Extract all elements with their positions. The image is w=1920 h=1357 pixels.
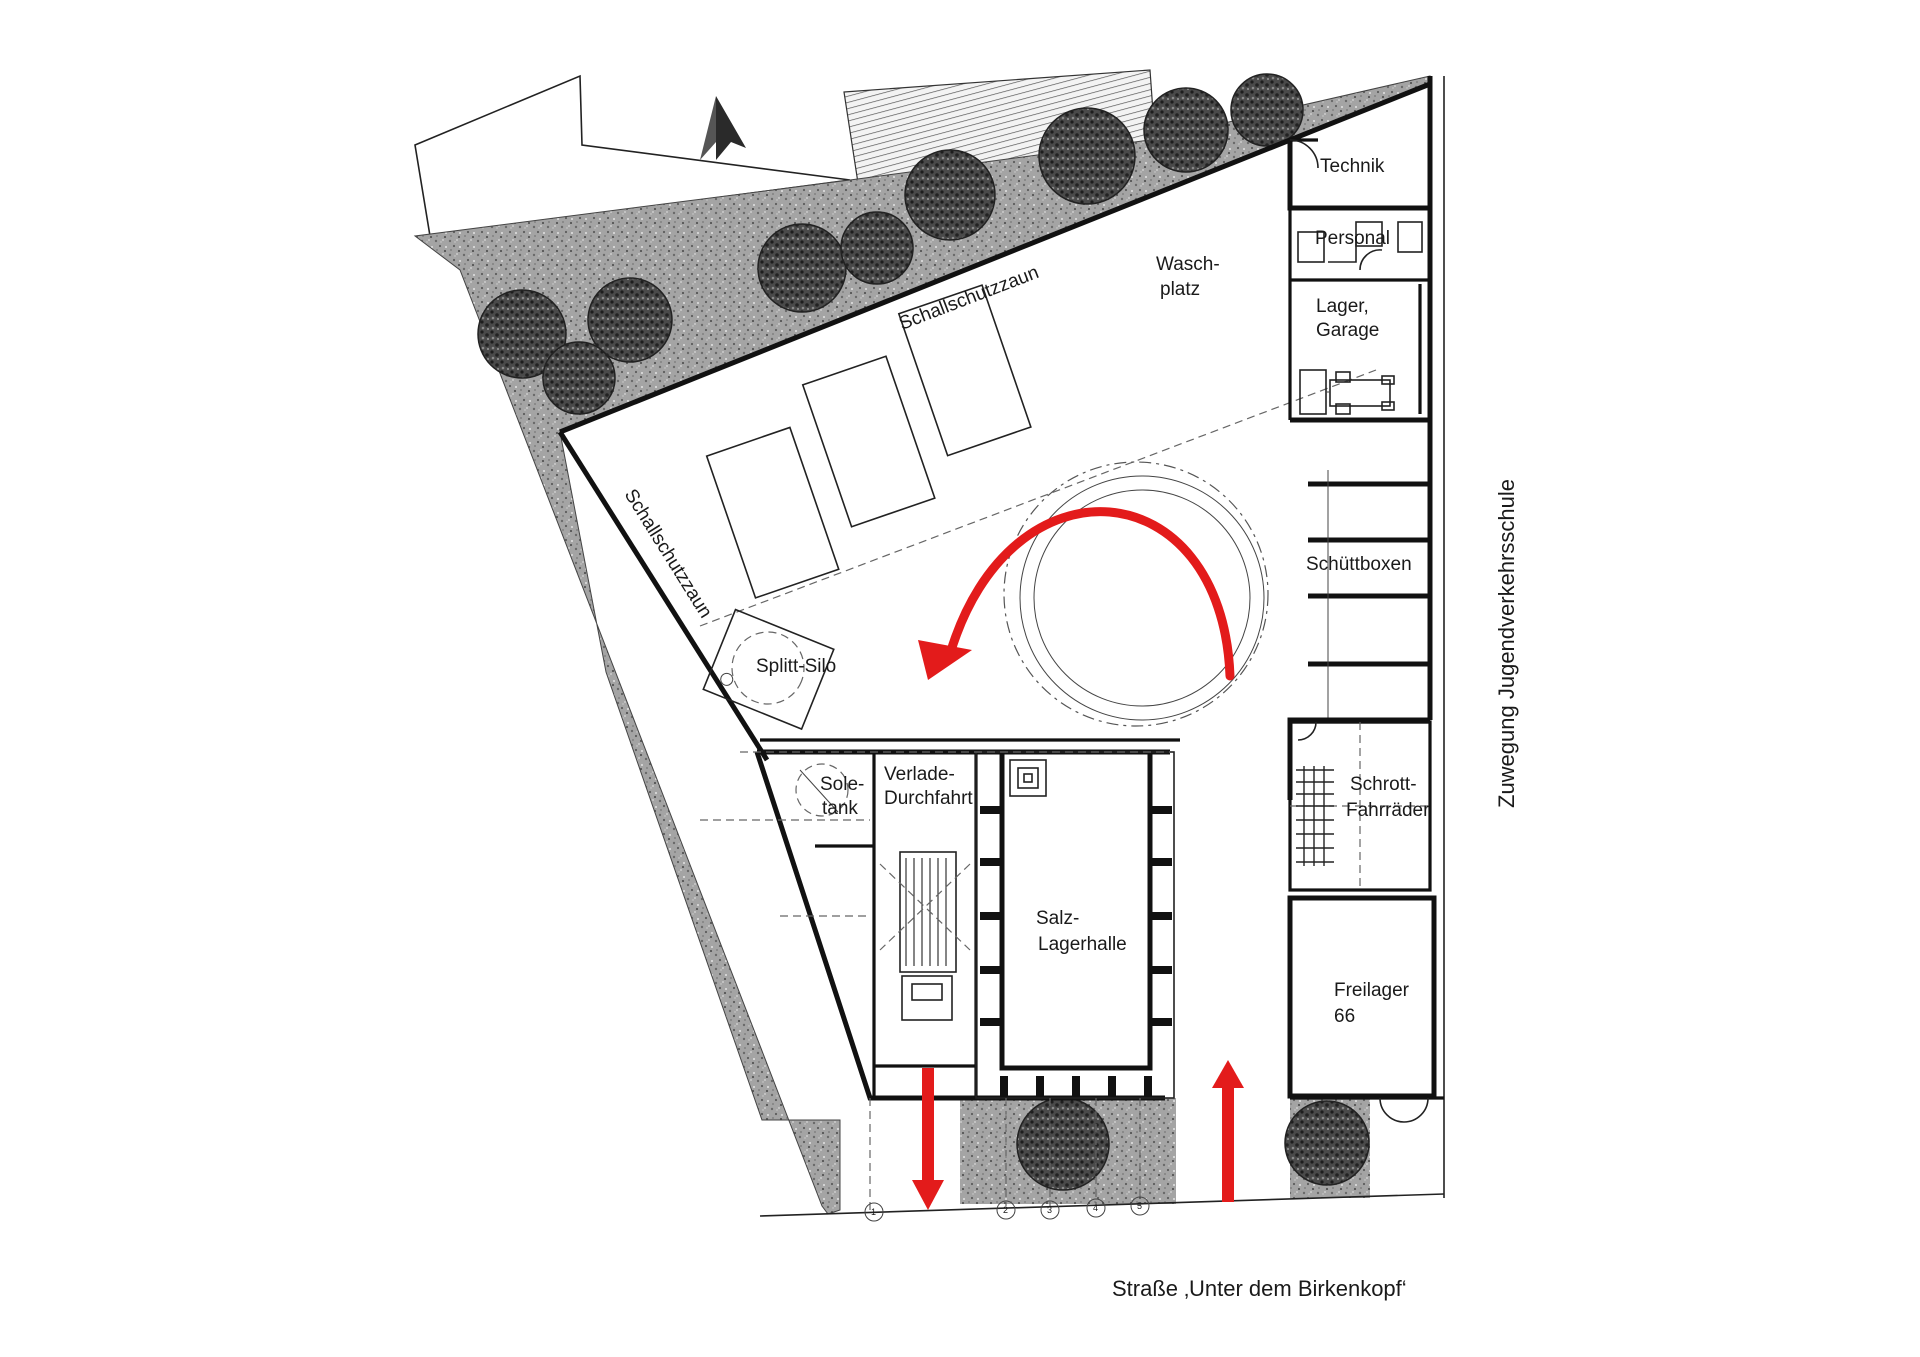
label-verlade: Verlade- — [884, 764, 955, 785]
label-verlade: Durchfahrt — [884, 788, 973, 809]
parking-bay — [705, 426, 840, 599]
label-personal: Personal — [1315, 228, 1390, 249]
turning-circle — [1003, 461, 1269, 727]
axis-number: 3 — [1047, 1205, 1052, 1215]
tree — [1038, 107, 1136, 205]
parking-bay — [801, 355, 936, 528]
tractor-icon — [1299, 369, 1395, 415]
gravel-area — [413, 75, 1431, 1215]
north-arrow-icon — [716, 96, 746, 160]
trees — [477, 73, 1370, 1191]
label-strasse: Straße ‚Unter dem Birkenkopf‘ — [1112, 1276, 1407, 1301]
fence-top — [559, 81, 1431, 435]
tree — [1230, 73, 1304, 147]
tree — [1284, 1100, 1370, 1186]
fence-left — [557, 430, 770, 762]
label-splitt-silo: Splitt-Silo — [756, 656, 836, 677]
label-zuwegung: Zuwegung Jugendverkehrsschule — [1494, 479, 1519, 808]
label-salz-lagerhalle: Lagerhalle — [1038, 934, 1127, 955]
parking-bay — [897, 284, 1032, 457]
label-technik: Technik — [1320, 156, 1385, 177]
axis-number: 4 — [1093, 1203, 1098, 1213]
entry-arrow-icon — [1212, 1060, 1244, 1202]
axis-number: 1 — [871, 1207, 876, 1217]
street-edge — [759, 1193, 1445, 1217]
central-building — [754, 738, 1180, 1101]
tree — [840, 211, 914, 285]
grid-axes — [700, 751, 1170, 1210]
label-waschplatz: platz — [1160, 279, 1200, 300]
label-freilager: 66 — [1334, 1006, 1355, 1027]
parking-bays — [705, 284, 1032, 599]
label-lager: Garage — [1316, 320, 1379, 341]
label-salz-lagerhalle: Salz- — [1036, 908, 1079, 929]
exit-arrow-icon — [912, 1068, 944, 1210]
tree — [1016, 1097, 1110, 1191]
splitt-silo — [702, 608, 835, 731]
axis-number: 2 — [1003, 1205, 1008, 1215]
label-schrott: Fahrräder — [1346, 800, 1430, 821]
tree — [757, 223, 847, 313]
bicycle-rack-icon — [1296, 766, 1334, 866]
label-schuettboxen: Schüttboxen — [1306, 554, 1412, 575]
label-freilager: Freilager — [1334, 980, 1410, 1001]
label-lager: Lager, — [1316, 296, 1369, 317]
label-waschplatz: Wasch- — [1156, 254, 1220, 275]
turning-arrow-icon — [945, 507, 1235, 681]
label-schrott: Schrott- — [1350, 774, 1417, 795]
building-right — [1287, 138, 1444, 1123]
neighbour-parcel — [414, 74, 851, 237]
label-sole-tank: Sole- — [820, 774, 864, 795]
tree — [1143, 87, 1229, 173]
tree — [587, 277, 673, 363]
tree — [477, 289, 567, 379]
tree — [904, 149, 996, 241]
axis-markers: 1 2 3 4 5 — [864, 1196, 1150, 1222]
label-sole-tank: tank — [822, 798, 858, 819]
tree — [542, 341, 616, 415]
axis-number: 5 — [1137, 1201, 1142, 1211]
